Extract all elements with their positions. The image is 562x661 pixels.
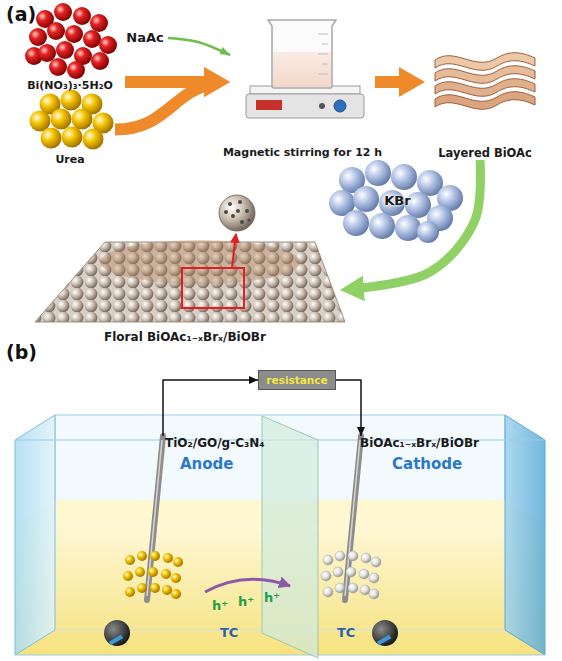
electrode-label: Anode: [180, 456, 234, 473]
beaker: [268, 20, 336, 88]
anode-electrode: [123, 436, 183, 600]
electrode-label: Cathode: [392, 456, 462, 473]
stir-bar: [372, 620, 398, 646]
reagent-cluster: Urea: [25, 92, 115, 167]
conversion-arrow: [340, 160, 480, 290]
kbr-spheres: [329, 160, 463, 243]
flow-arrow: [125, 76, 230, 88]
node-text: Floral BiOAc₁₋ₓBrₓ/BiOBr: [104, 331, 266, 345]
membrane: [262, 416, 318, 658]
node-text: NaAc: [126, 31, 163, 46]
reagent-cluster: KBr: [330, 162, 465, 240]
node-text: TiO₂/GO/g-C₃N₄: [165, 437, 265, 451]
magnetic-stirrer: [246, 86, 364, 118]
node-text: Layered BiOAc: [438, 147, 532, 160]
hole-label: h⁺: [212, 599, 228, 614]
panel-label: (b): [6, 342, 37, 364]
node-text: BiOAc₁₋ₓBrₓ/BiOBr: [360, 437, 479, 451]
intermediate-product: Layered BiOAc: [425, 35, 545, 160]
hole-label: h⁺: [264, 591, 280, 606]
hole-label: h⁺: [238, 595, 254, 610]
panel-label: (a): [6, 4, 36, 26]
cathode-electrode: [321, 436, 381, 600]
process-step: Magnetic stirring for 12 h: [230, 15, 375, 160]
node-text: Bi(NO₃)₃·5H₂O: [27, 80, 113, 93]
bismuth-nitrate-spheres: [25, 3, 117, 79]
node-text: resistance: [266, 374, 327, 386]
flow-arrow: [115, 82, 230, 130]
urea-spheres: [30, 90, 114, 150]
layered-sheets: [435, 53, 535, 110]
circuit-wire: [163, 380, 258, 436]
pollutant-label: TC: [337, 626, 355, 641]
addition-arrow: [168, 38, 230, 55]
node-text: KBr: [384, 194, 410, 209]
pollutant-label: TC: [220, 626, 238, 641]
final-product: Floral BiOAc₁₋ₓBrₓ/BiOBr: [30, 195, 340, 345]
stir-bar: [104, 620, 130, 646]
circuit-wire: [336, 380, 361, 436]
node-text: Urea: [55, 154, 84, 167]
floral-film: [35, 195, 345, 322]
reagent-label: NaAc: [122, 28, 168, 48]
node-text: Magnetic stirring for 12 h: [223, 147, 382, 160]
resistor-box: resistance: [258, 370, 336, 390]
flow-arrow: [375, 76, 425, 88]
